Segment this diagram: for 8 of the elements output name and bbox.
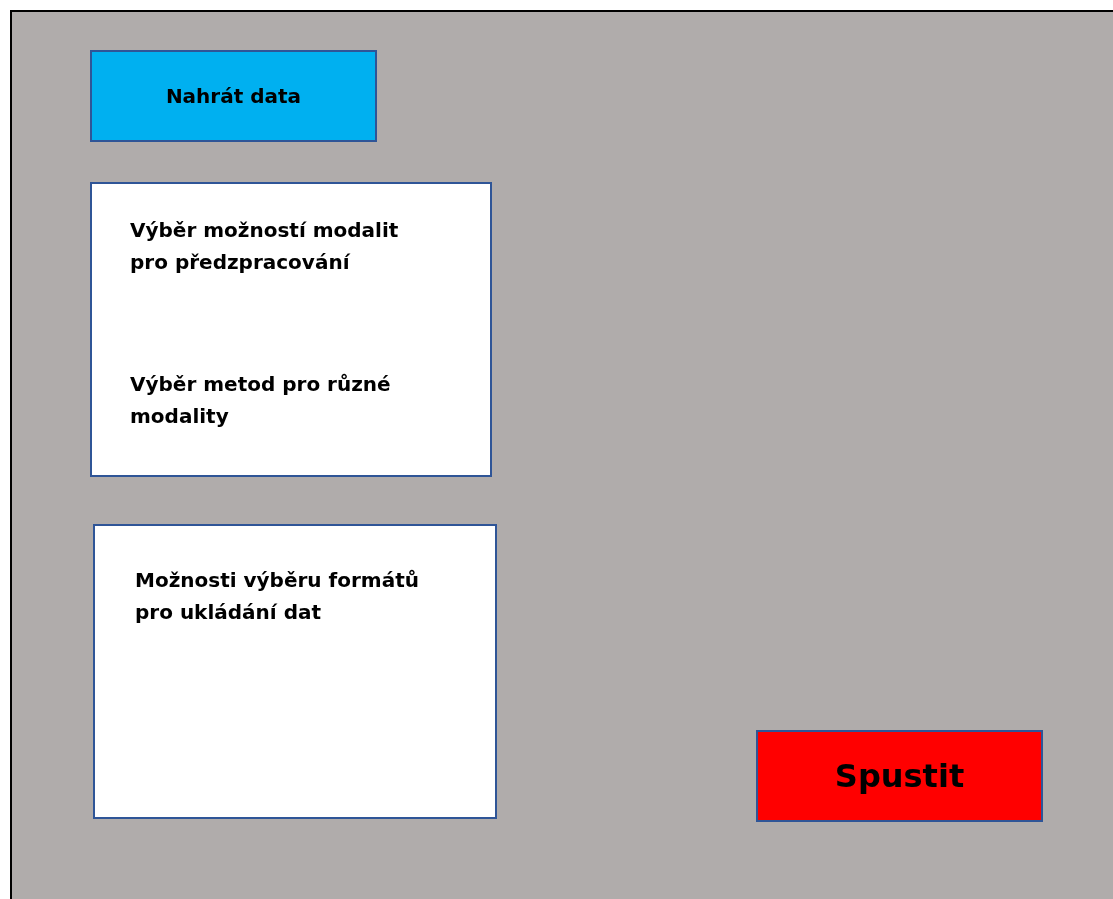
method-options-text: Výběr metod pro různé modality (130, 371, 392, 430)
options-panel (90, 182, 492, 477)
format-options-panel (93, 524, 497, 819)
format-options-text: Možnosti výběru formátů pro ukládání dat (135, 567, 420, 626)
upload-button: Nahrát data (90, 50, 377, 142)
run-button: Spustit (756, 730, 1043, 822)
app-window-background (10, 10, 1113, 899)
modality-options-text: Výběr možností modalit pro předzpracování (130, 217, 400, 276)
